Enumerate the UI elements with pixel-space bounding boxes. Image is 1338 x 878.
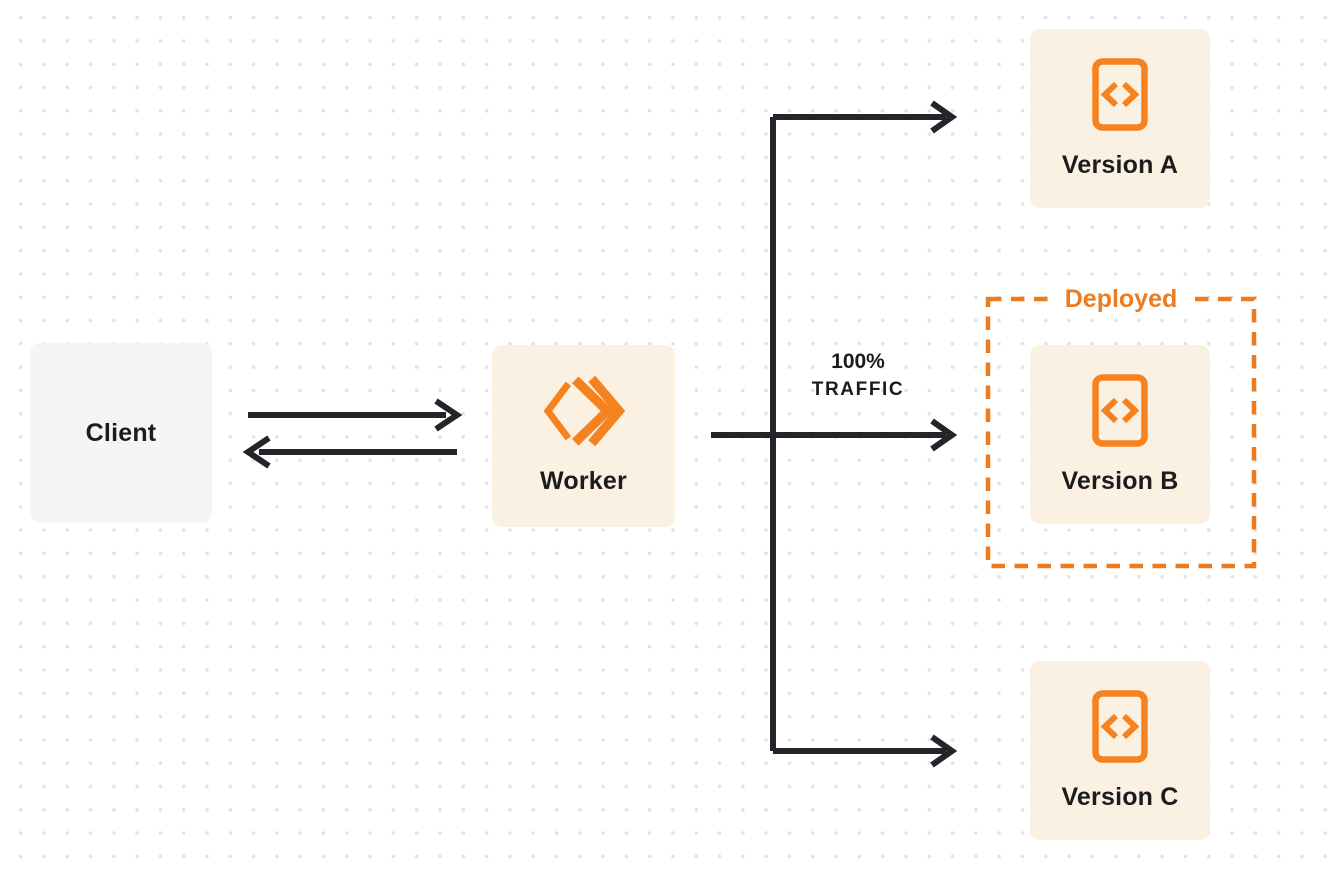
code-icon xyxy=(1092,689,1148,763)
traffic-label: 100% TRAFFIC xyxy=(788,349,928,405)
client-node: Client xyxy=(30,343,212,523)
version-c-node: Version C xyxy=(1030,661,1210,840)
client-label: Client xyxy=(85,418,157,447)
client-to-worker-arrow-head xyxy=(434,398,463,432)
version-b-node: Version B xyxy=(1030,345,1210,524)
version-a-node: Version A xyxy=(1030,29,1210,208)
workers-logo-icon xyxy=(543,375,625,447)
version-a-label: Version A xyxy=(1061,150,1179,179)
deployed-boundary xyxy=(985,296,1257,569)
version-c-label: Version C xyxy=(1061,782,1179,811)
version-c-arrow-head xyxy=(930,734,958,768)
version-a-arrow-head xyxy=(930,100,958,134)
code-icon xyxy=(1092,57,1148,131)
version-b-label: Version B xyxy=(1061,466,1179,495)
traffic-word: TRAFFIC xyxy=(811,379,905,400)
worker-to-client-arrow-head xyxy=(242,435,271,469)
code-icon xyxy=(1092,373,1148,447)
worker-label: Worker xyxy=(540,466,627,495)
worker-node: Worker xyxy=(492,345,675,527)
traffic-percent: 100% xyxy=(831,350,885,373)
version-b-arrow-head xyxy=(930,418,958,452)
